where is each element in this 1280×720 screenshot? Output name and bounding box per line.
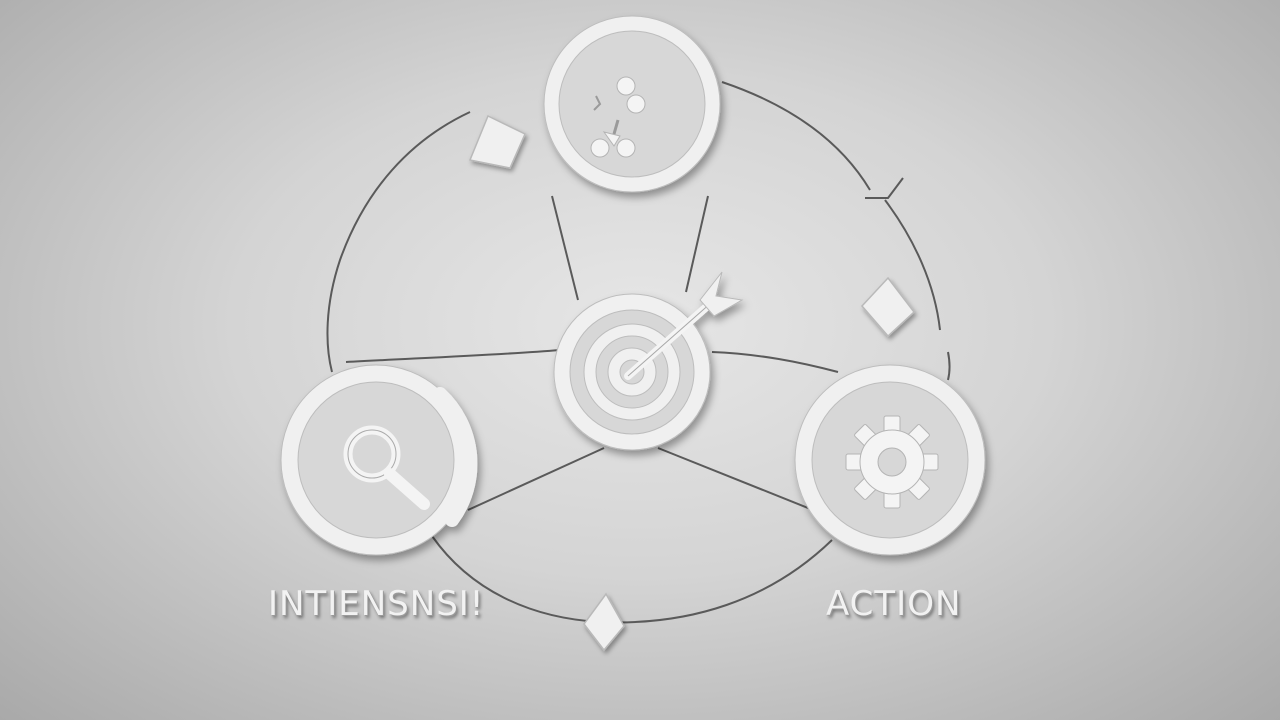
magnifier-icon: [343, 425, 430, 510]
diamond-marker-upper-left: [468, 114, 526, 169]
diamond-markers: [468, 114, 916, 652]
arrow-icon: [624, 271, 744, 380]
outer-arc-bottom: [431, 535, 833, 624]
node-left[interactable]: [280, 364, 478, 556]
arrow-tick-right: [865, 177, 904, 199]
gear-icon: [845, 415, 939, 509]
nodes-icon: [590, 76, 646, 158]
label-action: ACTION: [826, 584, 962, 624]
link-bottom-right: [657, 447, 819, 513]
node-top[interactable]: [543, 15, 721, 193]
link-bottom-left: [467, 447, 605, 511]
diamond-marker-bottom: [583, 592, 625, 652]
link-top-center-right: [685, 195, 709, 293]
link-center-right: [711, 351, 839, 373]
outer-arc-right-low: [947, 351, 951, 381]
node-center[interactable]: [553, 271, 744, 451]
outer-arc-upper-right: [721, 81, 871, 191]
outer-arc-upper-left: [326, 111, 471, 373]
node-right[interactable]: [794, 364, 986, 556]
left-node-arc-accent: [433, 387, 478, 527]
link-left-center: [345, 349, 561, 363]
label-intensity: INTIENSNSI!: [268, 584, 485, 624]
diamond-marker-right: [860, 276, 916, 338]
outer-arc-right: [884, 199, 941, 331]
link-top-center-left: [551, 195, 579, 301]
